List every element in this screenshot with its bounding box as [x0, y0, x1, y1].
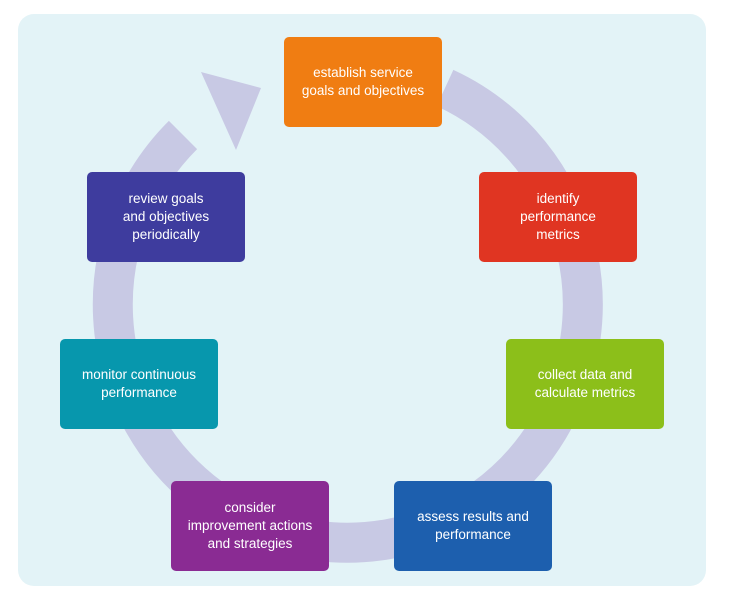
step-monitor-performance: monitor continuous performance	[60, 339, 218, 429]
step-identify-metrics: identify performance metrics	[479, 172, 637, 262]
step-consider-improvement: consider improvement actions and strateg…	[171, 481, 329, 571]
step-label: consider improvement actions and strateg…	[187, 500, 313, 551]
step-establish-goals: establish service goals and objectives	[284, 37, 442, 127]
cycle-arrowhead-icon	[201, 72, 261, 150]
step-label: identify performance metrics	[520, 191, 596, 242]
step-label: review goals and objectives periodically	[122, 191, 210, 242]
step-review-goals: review goals and objectives periodically	[87, 172, 245, 262]
step-label: monitor continuous performance	[81, 367, 197, 400]
step-assess-results: assess results and performance	[394, 481, 552, 571]
step-collect-data: collect data and calculate metrics	[506, 339, 664, 429]
step-label: establish service goals and objectives	[301, 65, 425, 98]
cycle-ring-arc	[92, 69, 603, 563]
step-label: assess results and performance	[417, 509, 529, 542]
step-label: collect data and calculate metrics	[534, 367, 636, 400]
